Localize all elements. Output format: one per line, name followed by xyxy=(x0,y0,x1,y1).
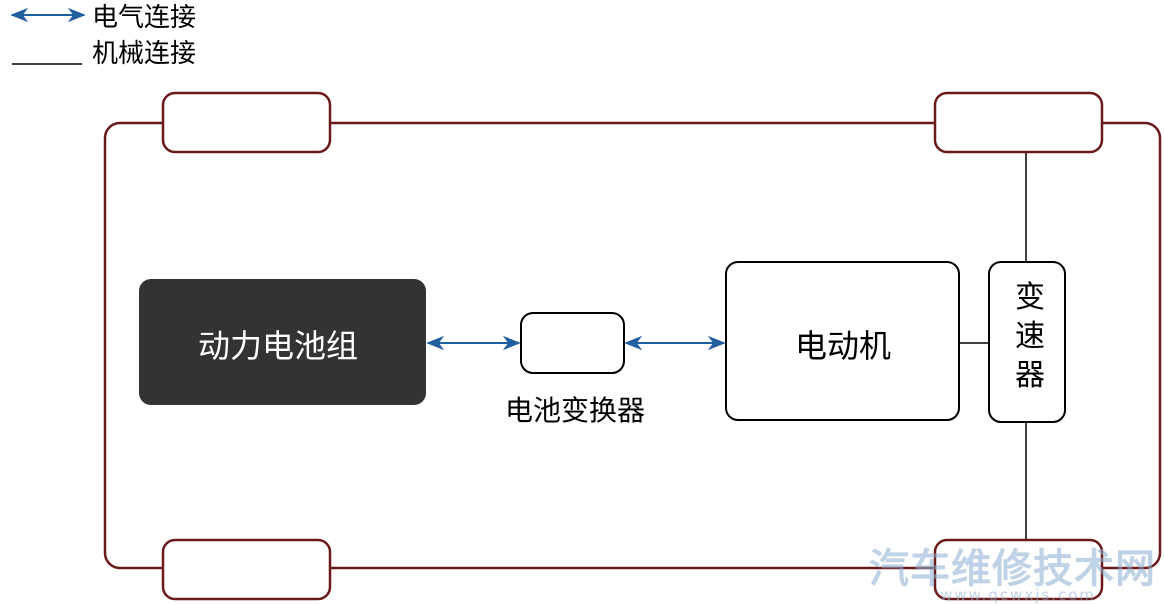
transmission-label-char-3: 器 xyxy=(1015,358,1045,393)
wheel-rear-left xyxy=(161,538,332,601)
legend: 电气连接 机械连接 xyxy=(10,3,196,69)
battery-pack-box xyxy=(139,279,426,405)
wheel-rear-right xyxy=(933,538,1104,601)
battery-converter-label: 电池变换器 xyxy=(505,394,645,427)
transmission-label-char-1: 变 xyxy=(1015,280,1045,315)
battery-converter-box xyxy=(520,312,625,374)
battery-pack-label: 动力电池组 xyxy=(198,327,358,365)
wheel-front-left xyxy=(161,91,332,154)
legend-electrical-label: 电气连接 xyxy=(92,3,196,33)
transmission-box xyxy=(988,261,1066,423)
motor-box xyxy=(725,261,960,421)
legend-mechanical-label: 机械连接 xyxy=(92,39,196,69)
motor-label: 电动机 xyxy=(795,327,891,365)
chassis-frame xyxy=(103,121,1162,570)
transmission-label-char-2: 速 xyxy=(1015,319,1045,354)
wheel-front-right xyxy=(933,91,1104,154)
